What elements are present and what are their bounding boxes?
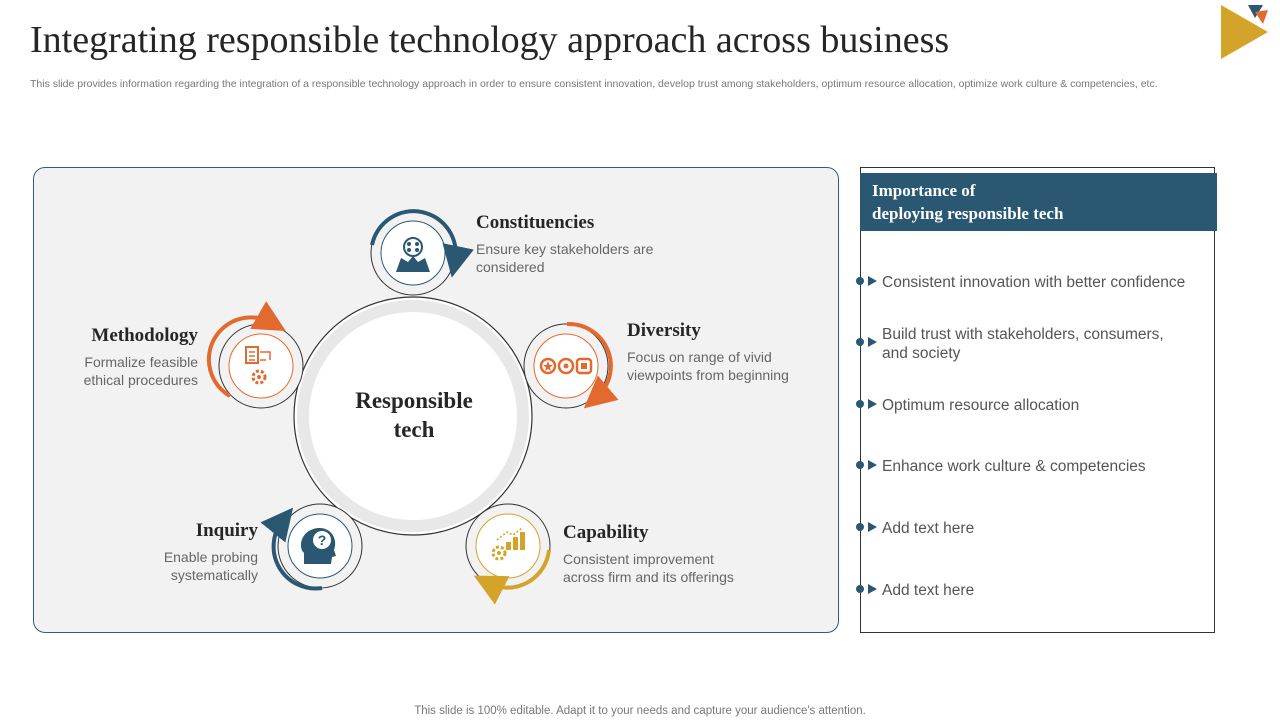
bullet-arrow-icon bbox=[856, 460, 877, 470]
head-question-icon: ? bbox=[300, 527, 336, 564]
constituencies-title: Constituencies bbox=[476, 212, 595, 233]
footer-note: This slide is 100% editable. Adapt it to… bbox=[414, 705, 866, 717]
methodology-desc: Formalize feasible ethical procedures bbox=[83, 354, 198, 388]
bullet-arrow-icon bbox=[856, 337, 877, 347]
label-diversity: Diversity Focus on range of vivid viewpo… bbox=[627, 320, 807, 384]
bullet-arrow-icon bbox=[856, 399, 877, 409]
label-methodology: Methodology Formalize feasible ethical p… bbox=[58, 325, 198, 389]
methodology-title: Methodology bbox=[91, 325, 198, 346]
node-inquiry: ? bbox=[260, 503, 363, 591]
center-label: Responsible tech bbox=[355, 388, 473, 442]
node-constituencies bbox=[370, 209, 474, 296]
bullet-arrow-icon bbox=[856, 522, 877, 532]
importance-panel bbox=[860, 167, 1215, 633]
procedure-gear-icon bbox=[245, 346, 271, 385]
label-inquiry: Inquiry Enable probing systematically bbox=[118, 520, 258, 584]
bullet-arrow-icon bbox=[856, 584, 877, 594]
diversity-title: Diversity bbox=[627, 320, 701, 341]
diversity-desc: Focus on range of vivid viewpoints from … bbox=[627, 349, 789, 383]
node-diversity bbox=[523, 321, 619, 409]
node-methodology bbox=[206, 301, 304, 409]
growth-gear-icon bbox=[491, 527, 525, 561]
page-subtitle: This slide provides information regardin… bbox=[30, 78, 1158, 90]
page-title: Integrating responsible technology appro… bbox=[30, 19, 950, 61]
diversity-icon bbox=[539, 357, 593, 375]
label-constituencies: Constituencies Ensure key stakeholders a… bbox=[476, 212, 656, 276]
stakeholders-icon bbox=[396, 237, 430, 272]
capability-desc: Consistent improvement across firm and i… bbox=[563, 551, 734, 585]
inquiry-title: Inquiry bbox=[195, 520, 258, 541]
svg-text:?: ? bbox=[318, 532, 327, 548]
capability-title: Capability bbox=[563, 522, 649, 543]
bullet-arrow-icon bbox=[856, 276, 877, 286]
inquiry-desc: Enable probing systematically bbox=[163, 549, 258, 583]
node-capability bbox=[465, 503, 551, 605]
brand-logo bbox=[1221, 5, 1268, 59]
center-disc bbox=[297, 300, 529, 532]
label-capability: Capability Consistent improvement across… bbox=[563, 522, 753, 586]
importance-heading: Importance of deploying responsible tech bbox=[860, 173, 1217, 231]
constituencies-desc: Ensure key stakeholders are considered bbox=[476, 241, 654, 275]
